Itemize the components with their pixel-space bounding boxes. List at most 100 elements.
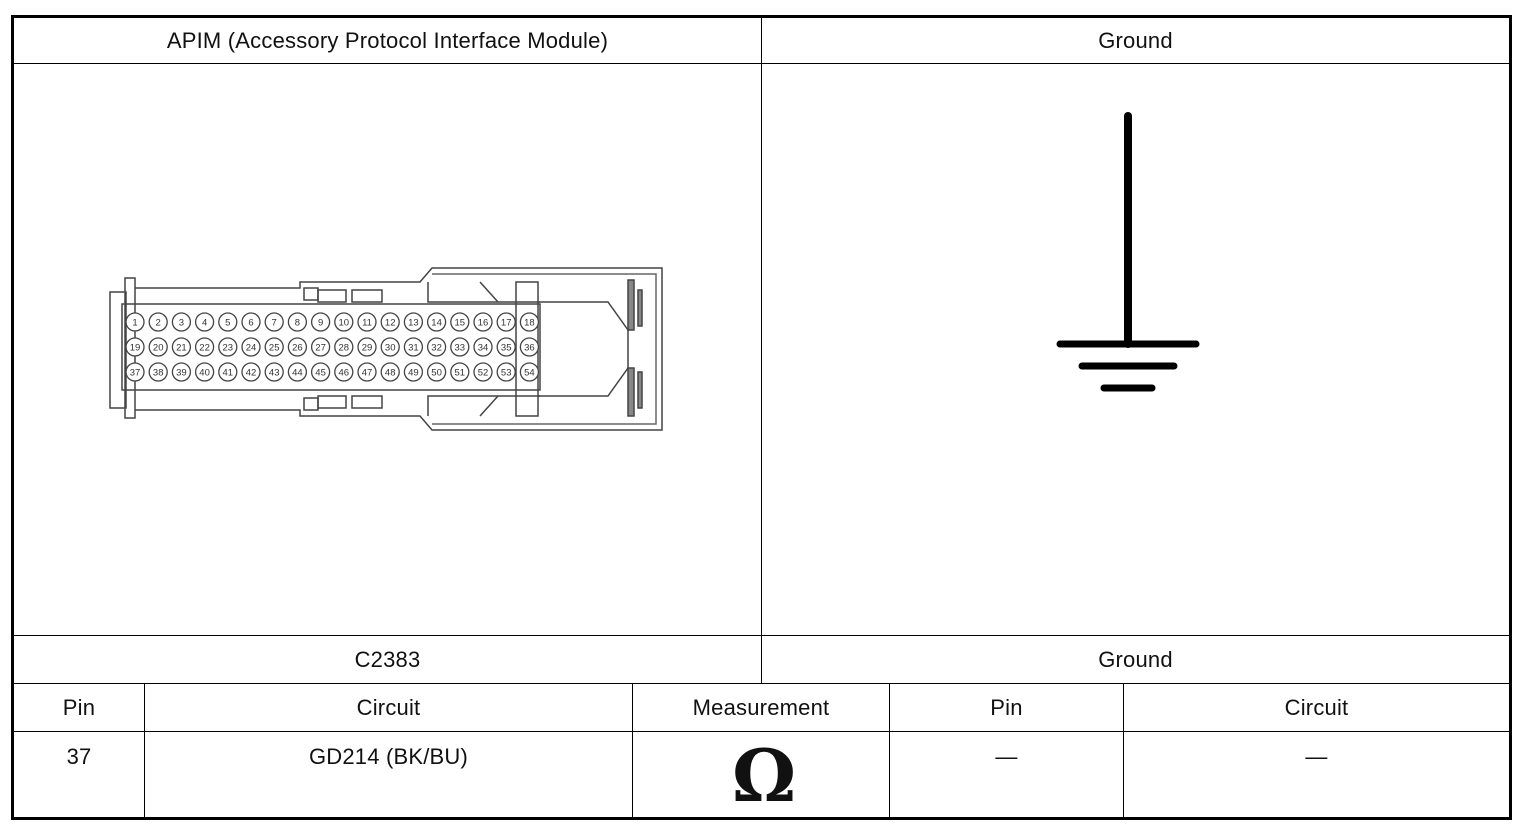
connector-pin-label: 19 bbox=[130, 343, 141, 354]
connector-pin bbox=[287, 362, 308, 382]
connector-pin-label: 54 bbox=[524, 368, 535, 379]
connector-pin bbox=[496, 337, 516, 357]
connector-pin-label: 5 bbox=[225, 318, 230, 329]
connector-pin-label: 47 bbox=[362, 368, 373, 379]
connector-pin bbox=[241, 337, 261, 357]
connector-pin bbox=[357, 362, 377, 382]
connector-pin-label: 14 bbox=[431, 318, 442, 329]
connector-pin-label: 6 bbox=[248, 318, 253, 329]
connector-pin-label: 42 bbox=[246, 368, 257, 379]
connector-pin-label: 33 bbox=[455, 343, 466, 354]
rule-table-header bbox=[12, 731, 1510, 732]
col-header-pin-2: Pin bbox=[990, 694, 1023, 720]
col-header-measurement: Measurement bbox=[692, 694, 830, 720]
connector-pin-label: 52 bbox=[478, 368, 489, 379]
connector-pin-label: 1 bbox=[132, 318, 137, 329]
connector-pin-label: 49 bbox=[408, 368, 419, 379]
connector-pin bbox=[241, 312, 261, 332]
divider-col3 bbox=[889, 684, 890, 818]
connector-pin-label: 9 bbox=[318, 318, 323, 329]
connector-pin-label: 2 bbox=[156, 318, 161, 329]
connector-pin-label: 28 bbox=[339, 343, 350, 354]
connector-pin bbox=[334, 337, 354, 357]
key-rib-lower bbox=[627, 367, 635, 417]
ground-label: Ground bbox=[1098, 646, 1173, 672]
connector-pin bbox=[125, 312, 145, 332]
connector-pin-label: 46 bbox=[339, 368, 350, 379]
connector-pin-label: 4 bbox=[202, 318, 207, 329]
connector-pin-label: 10 bbox=[339, 318, 350, 329]
col-header-circuit-2: Circuit bbox=[1284, 694, 1349, 720]
connector-pin bbox=[426, 362, 447, 382]
connector-pin bbox=[450, 337, 470, 357]
connector-pin bbox=[496, 312, 516, 332]
ohm-symbol-icon: Ω bbox=[732, 733, 797, 818]
connector-pin-label: 32 bbox=[431, 343, 442, 354]
connector-pin-label: 45 bbox=[315, 368, 326, 379]
connector-pin bbox=[264, 337, 284, 357]
connector-pin bbox=[426, 337, 447, 357]
connector-pin-label: 31 bbox=[408, 343, 419, 354]
connector-pin-label: 35 bbox=[501, 343, 512, 354]
connector-pin-label: 17 bbox=[501, 318, 512, 329]
connector-pin-label: 12 bbox=[385, 318, 396, 329]
connector-pin-label: 26 bbox=[292, 343, 303, 354]
connector-pin bbox=[194, 362, 215, 382]
connector-pin bbox=[171, 312, 192, 332]
ground-symbol-icon bbox=[1056, 112, 1200, 392]
connector-pin-label: 40 bbox=[199, 368, 210, 379]
col-header-pin: Pin bbox=[62, 694, 96, 720]
connector-pin bbox=[194, 312, 215, 332]
connector-pin-label: 43 bbox=[269, 368, 280, 379]
connector-pin-label: 24 bbox=[246, 343, 257, 354]
connector-pin-label: 34 bbox=[478, 343, 489, 354]
connector-pin bbox=[241, 362, 261, 382]
connector-pin-label: 48 bbox=[385, 368, 396, 379]
divider-col2 bbox=[632, 684, 633, 818]
connector-pin bbox=[403, 312, 424, 332]
connector-pin bbox=[473, 312, 493, 332]
connector-pin bbox=[125, 362, 145, 382]
cell-circuit-2: — bbox=[1305, 744, 1328, 769]
connector-pin-label: 51 bbox=[455, 368, 466, 379]
connector-pin bbox=[357, 337, 377, 357]
connector-pin-label: 11 bbox=[362, 318, 372, 329]
connector-pin bbox=[426, 312, 447, 332]
connector-pin bbox=[171, 362, 192, 382]
connector-pin-label: 50 bbox=[431, 368, 442, 379]
connector-pin-label: 30 bbox=[385, 343, 396, 354]
connector-pin-label: 37 bbox=[130, 368, 141, 379]
connector-pin bbox=[218, 362, 238, 382]
connector-pin-label: 15 bbox=[455, 318, 466, 329]
connector-pin bbox=[496, 362, 516, 382]
connector-pin-label: 7 bbox=[272, 318, 277, 329]
connector-pin bbox=[310, 312, 331, 332]
component-title: APIM (Accessory Protocol Interface Modul… bbox=[166, 27, 609, 53]
connector-pin-label: 27 bbox=[315, 343, 326, 354]
connector-pin bbox=[403, 362, 424, 382]
connector-pin-label: 41 bbox=[223, 368, 234, 379]
connector-pin bbox=[194, 337, 215, 357]
connector-pin bbox=[287, 312, 308, 332]
pin-field bbox=[121, 303, 541, 391]
connector-pin-label: 23 bbox=[223, 343, 234, 354]
connector-pin-label: 29 bbox=[362, 343, 373, 354]
connector-pin bbox=[310, 362, 331, 382]
connector-pin bbox=[403, 337, 424, 357]
connector-pin bbox=[473, 337, 493, 357]
connector-pin bbox=[148, 312, 168, 332]
connector-pin-label: 3 bbox=[179, 318, 184, 329]
connector-pin-label: 22 bbox=[199, 343, 210, 354]
cpa-wedge bbox=[538, 301, 629, 397]
connector-pin bbox=[450, 312, 470, 332]
bottom-lock-tab bbox=[317, 395, 347, 409]
connector-pin-label: 53 bbox=[501, 368, 512, 379]
connector-pin bbox=[380, 362, 400, 382]
connector-pin-label: 38 bbox=[153, 368, 164, 379]
connector-pin bbox=[519, 362, 540, 382]
connector-pin bbox=[380, 337, 400, 357]
connector-pin bbox=[264, 362, 284, 382]
ground-title: Ground bbox=[1098, 27, 1173, 53]
connector-pin-label: 39 bbox=[176, 368, 187, 379]
